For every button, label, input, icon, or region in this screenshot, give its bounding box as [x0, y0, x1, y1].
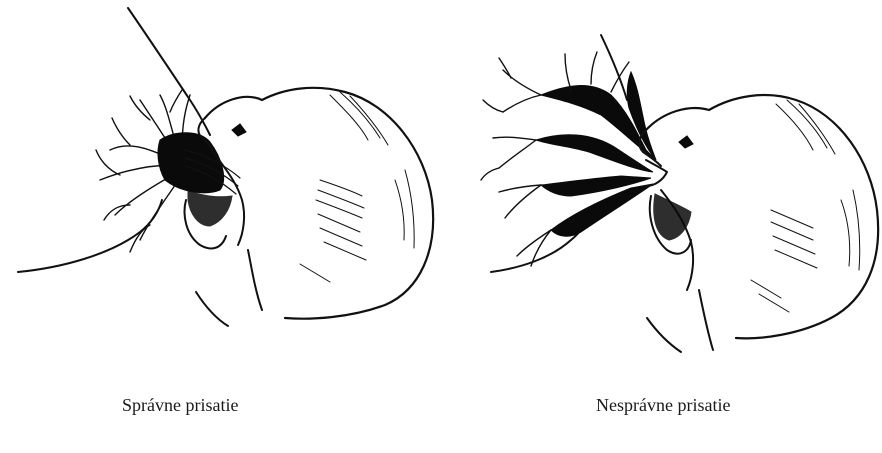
- figure-correct-latch: Správne prisatie: [0, 0, 441, 453]
- caption-correct-latch: Správne prisatie: [122, 395, 238, 416]
- incorrect-latch-illustration: [441, 0, 882, 400]
- caption-incorrect-latch: Nesprávne prisatie: [596, 395, 730, 416]
- correct-latch-illustration: [0, 0, 441, 400]
- figure-incorrect-latch: Nesprávne prisatie: [441, 0, 882, 453]
